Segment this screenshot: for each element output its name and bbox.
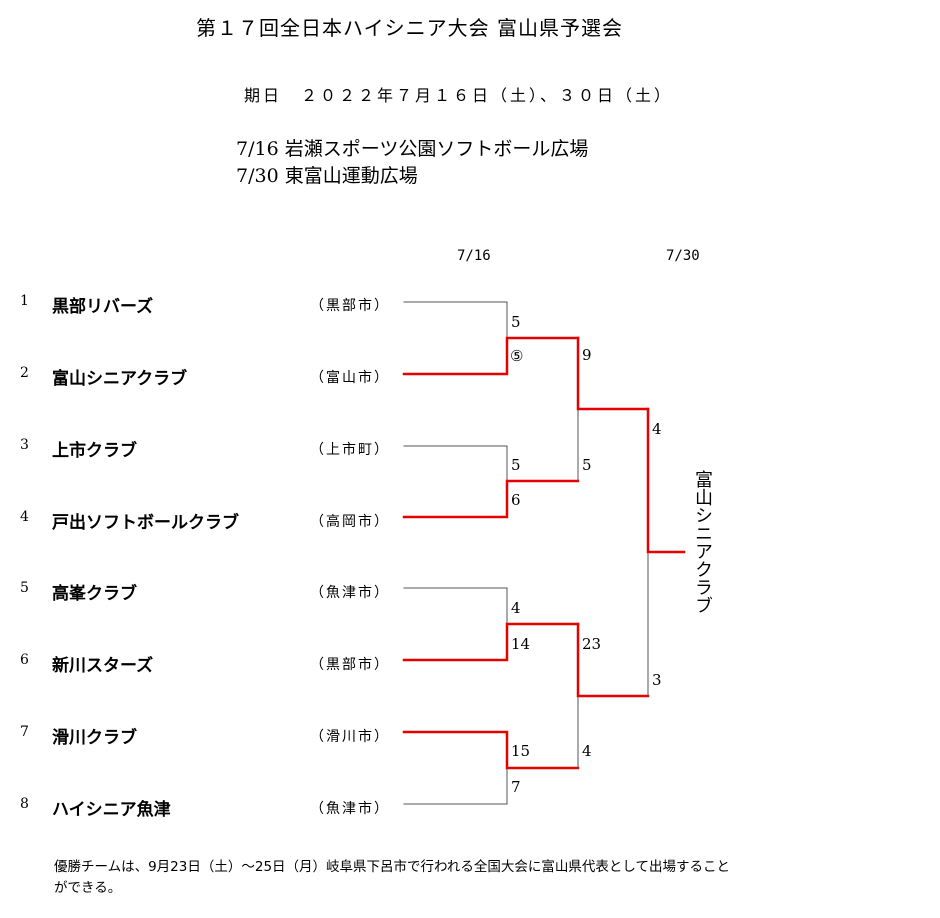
score-final-top: 4 — [652, 420, 662, 438]
team-name: 黒部リバーズ — [52, 297, 154, 317]
team-name: 富山シニアクラブ — [52, 369, 188, 389]
team-seed: 3 — [20, 437, 29, 453]
team-seed: 2 — [20, 365, 29, 381]
team-name: 新川スターズ — [52, 656, 154, 676]
score-sf1-top: 9 — [582, 346, 592, 364]
team-city: （高岡市） — [310, 514, 390, 530]
score-m2-top: 5 — [511, 456, 521, 474]
venue-line-1: 7/16 岩瀬スポーツ公園ソフトボール広場 — [236, 138, 589, 160]
event-date: 期日 ２０２２年７月１６日（土）、３０日（土） — [244, 86, 674, 105]
team-city: （魚津市） — [310, 585, 390, 601]
team-city: （黒部市） — [310, 298, 390, 314]
bracket-line-loser — [403, 767, 508, 805]
team-city: （上市町） — [310, 442, 390, 458]
score-final-bottom: 3 — [652, 671, 662, 689]
team-name: ハイシニア魚津 — [52, 800, 171, 820]
score-m1-bottom: ⑤ — [510, 347, 524, 365]
champion-name: 富山シニアクラブ — [692, 470, 713, 614]
team-name: 戸出ソフトボールクラブ — [52, 513, 239, 533]
team-city: （滑川市） — [310, 729, 390, 745]
footer-note: 優勝チームは、9月23日（土）～25日（月）岐阜県下呂市で行われる全国大会に富山… — [54, 859, 730, 896]
score-m2-bottom: 6 — [511, 491, 521, 509]
bracket-line-winner — [576, 622, 650, 698]
venue-line-2: 7/30 東富山運動広場 — [236, 165, 418, 187]
score-m4-top: 15 — [511, 742, 531, 760]
bracket-line-winner — [646, 407, 686, 554]
team-seed: 4 — [20, 509, 29, 525]
team-seed: 6 — [20, 652, 29, 668]
bracket-line-loser — [403, 301, 508, 339]
score-m1-top: 5 — [511, 313, 521, 331]
team-seed: 1 — [20, 293, 29, 309]
team-city: （黒部市） — [310, 657, 390, 673]
team-name: 滑川クラブ — [52, 728, 137, 748]
score-sf2-top: 23 — [582, 635, 602, 653]
team-city: （魚津市） — [310, 801, 390, 817]
score-m4-bottom: 7 — [511, 778, 521, 796]
bracket-line-winner — [402, 336, 580, 376]
page-title: 第１７回全日本ハイシニア大会 富山県予選会 — [196, 16, 623, 40]
team-name: 上市クラブ — [52, 441, 137, 461]
team-seed: 8 — [20, 796, 29, 812]
score-sf2-bottom: 4 — [582, 742, 592, 760]
score-m3-bottom: 14 — [511, 635, 531, 653]
final-date: 7/30 — [666, 248, 700, 264]
round1-date: 7/16 — [457, 248, 491, 264]
bracket-line-loser — [403, 587, 508, 625]
score-sf1-bottom: 5 — [582, 456, 592, 474]
bracket-line-winner — [576, 336, 650, 411]
bracket-line-loser — [403, 445, 508, 482]
bracket-line-winner — [402, 730, 580, 770]
bracket-line-winner — [402, 622, 580, 662]
team-name: 高峯クラブ — [52, 584, 137, 604]
team-seed: 5 — [20, 580, 29, 596]
bracket-line-winner — [402, 479, 580, 519]
score-m3-top: 4 — [511, 599, 521, 617]
team-seed: 7 — [20, 724, 29, 740]
team-city: （富山市） — [310, 370, 390, 386]
